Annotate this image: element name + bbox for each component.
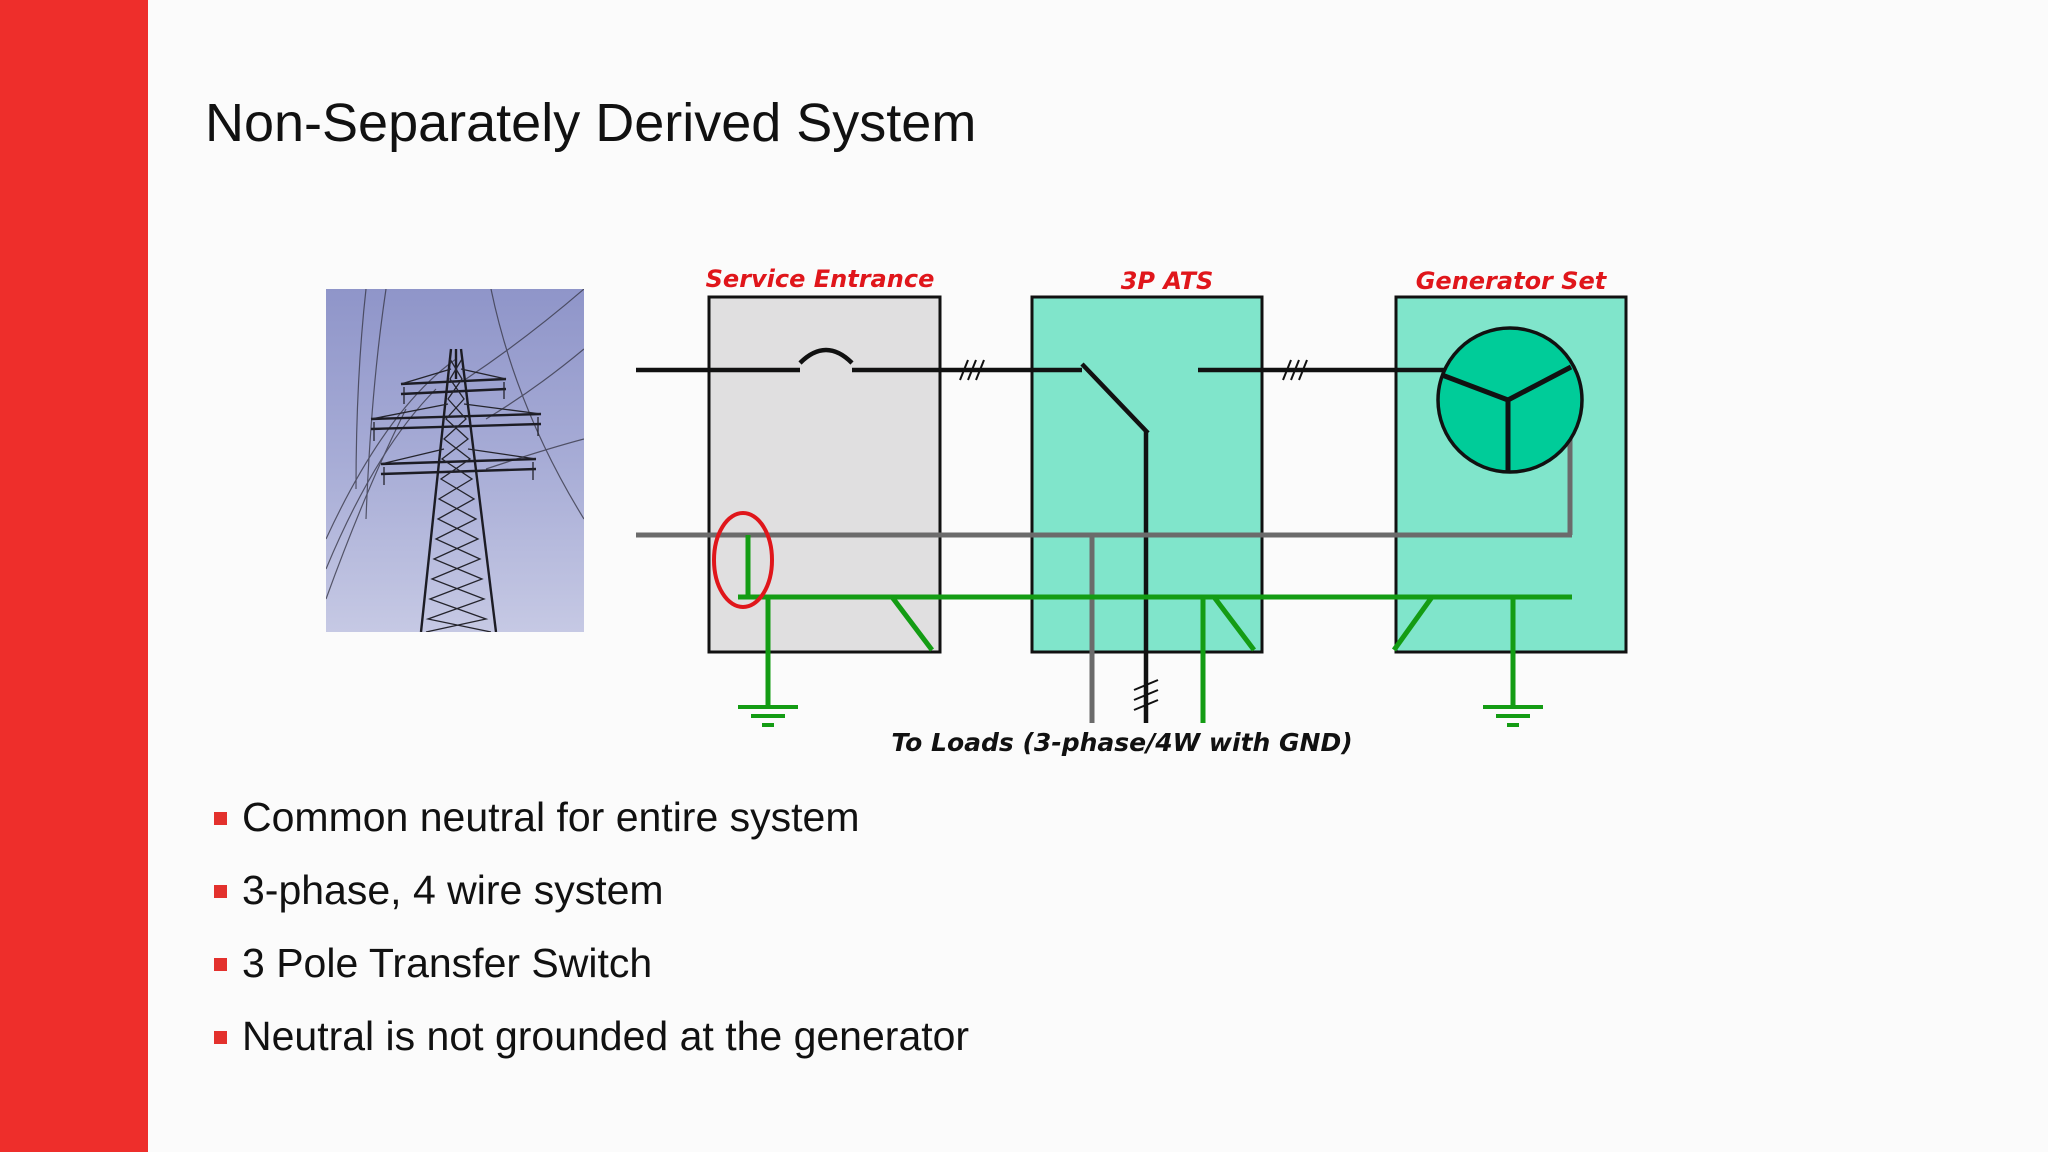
label-to-loads: To Loads (3-phase/4W with GND) bbox=[891, 728, 1352, 757]
bullet-item: Common neutral for entire system bbox=[212, 794, 969, 868]
bullet-item: 3 Pole Transfer Switch bbox=[212, 940, 969, 1014]
bullet-marker bbox=[214, 885, 227, 898]
bullet-list: Common neutral for entire system 3-phase… bbox=[212, 794, 969, 1087]
accent-bar bbox=[0, 0, 148, 1152]
transmission-tower-photo bbox=[326, 289, 584, 632]
generator-symbol bbox=[1436, 326, 1584, 474]
bullet-marker bbox=[214, 812, 227, 825]
bullet-item: 3-phase, 4 wire system bbox=[212, 867, 969, 941]
phase-wire bbox=[636, 347, 1452, 723]
wiring-diagram: Service Entrance 3P ATS Generator Set To… bbox=[636, 265, 1628, 757]
bullet-item: Neutral is not grounded at the generator bbox=[212, 1013, 969, 1087]
label-generator-set: Generator Set bbox=[1416, 267, 1608, 295]
label-service-entrance: Service Entrance bbox=[706, 265, 935, 293]
ground-symbol-generator bbox=[1483, 705, 1543, 727]
bullet-marker bbox=[214, 958, 227, 971]
label-ats: 3P ATS bbox=[1121, 267, 1214, 295]
bullet-marker bbox=[214, 1031, 227, 1044]
slide-title: Non-Separately Derived System bbox=[205, 93, 977, 153]
three-conductor-marks bbox=[959, 359, 1308, 711]
bonding-jumper-highlight bbox=[712, 511, 774, 609]
ground-wire bbox=[738, 535, 1572, 723]
ground-symbol-service bbox=[738, 705, 798, 727]
